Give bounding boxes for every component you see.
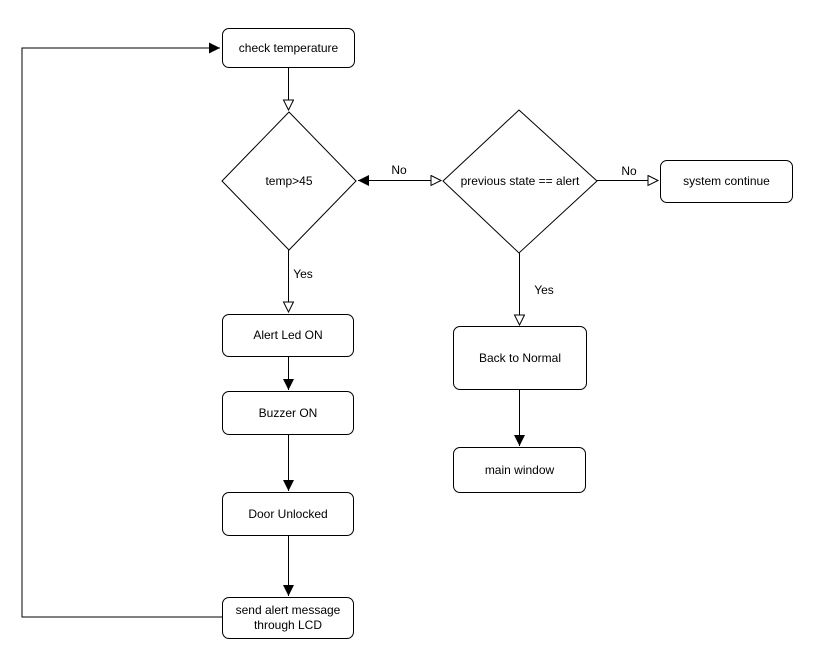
node-door-unlocked: Door Unlocked xyxy=(222,492,354,536)
edge-label-previous-no: No xyxy=(619,164,639,178)
node-door-unlocked-label: Door Unlocked xyxy=(248,506,328,521)
edge-label-previous-yes: Yes xyxy=(532,283,556,297)
node-system-continue-label: system continue xyxy=(683,174,770,188)
node-alert-led-on: Alert Led ON xyxy=(222,314,354,357)
node-previous-state-alert-label: previous state == alert xyxy=(460,174,580,188)
node-system-continue: system continue xyxy=(660,160,793,203)
node-back-to-normal: Back to Normal xyxy=(453,326,587,390)
node-send-alert-lcd: send alert message through LCD xyxy=(222,597,354,639)
node-main-window-label: main window xyxy=(484,462,555,477)
edge-sendalert-to-checktemperature xyxy=(21,42,222,618)
node-temp-gt-45-diamond xyxy=(221,111,357,251)
node-buzzer-on: Buzzer ON xyxy=(222,391,354,435)
edge-label-temp-no: No xyxy=(389,163,409,177)
edge-label-temp-yes: Yes xyxy=(291,267,315,281)
node-previous-state-alert-diamond xyxy=(442,109,598,254)
node-check-temperature-label: check temperature xyxy=(238,40,339,55)
node-send-alert-lcd-label: send alert message through LCD xyxy=(235,603,341,632)
node-temp-gt-45-label: temp>45 xyxy=(265,174,313,188)
node-back-to-normal-label: Back to Normal xyxy=(478,350,562,365)
node-check-temperature: check temperature xyxy=(222,28,355,68)
node-alert-led-on-label: Alert Led ON xyxy=(253,328,323,342)
node-main-window: main window xyxy=(453,447,586,493)
node-buzzer-on-label: Buzzer ON xyxy=(258,405,318,420)
